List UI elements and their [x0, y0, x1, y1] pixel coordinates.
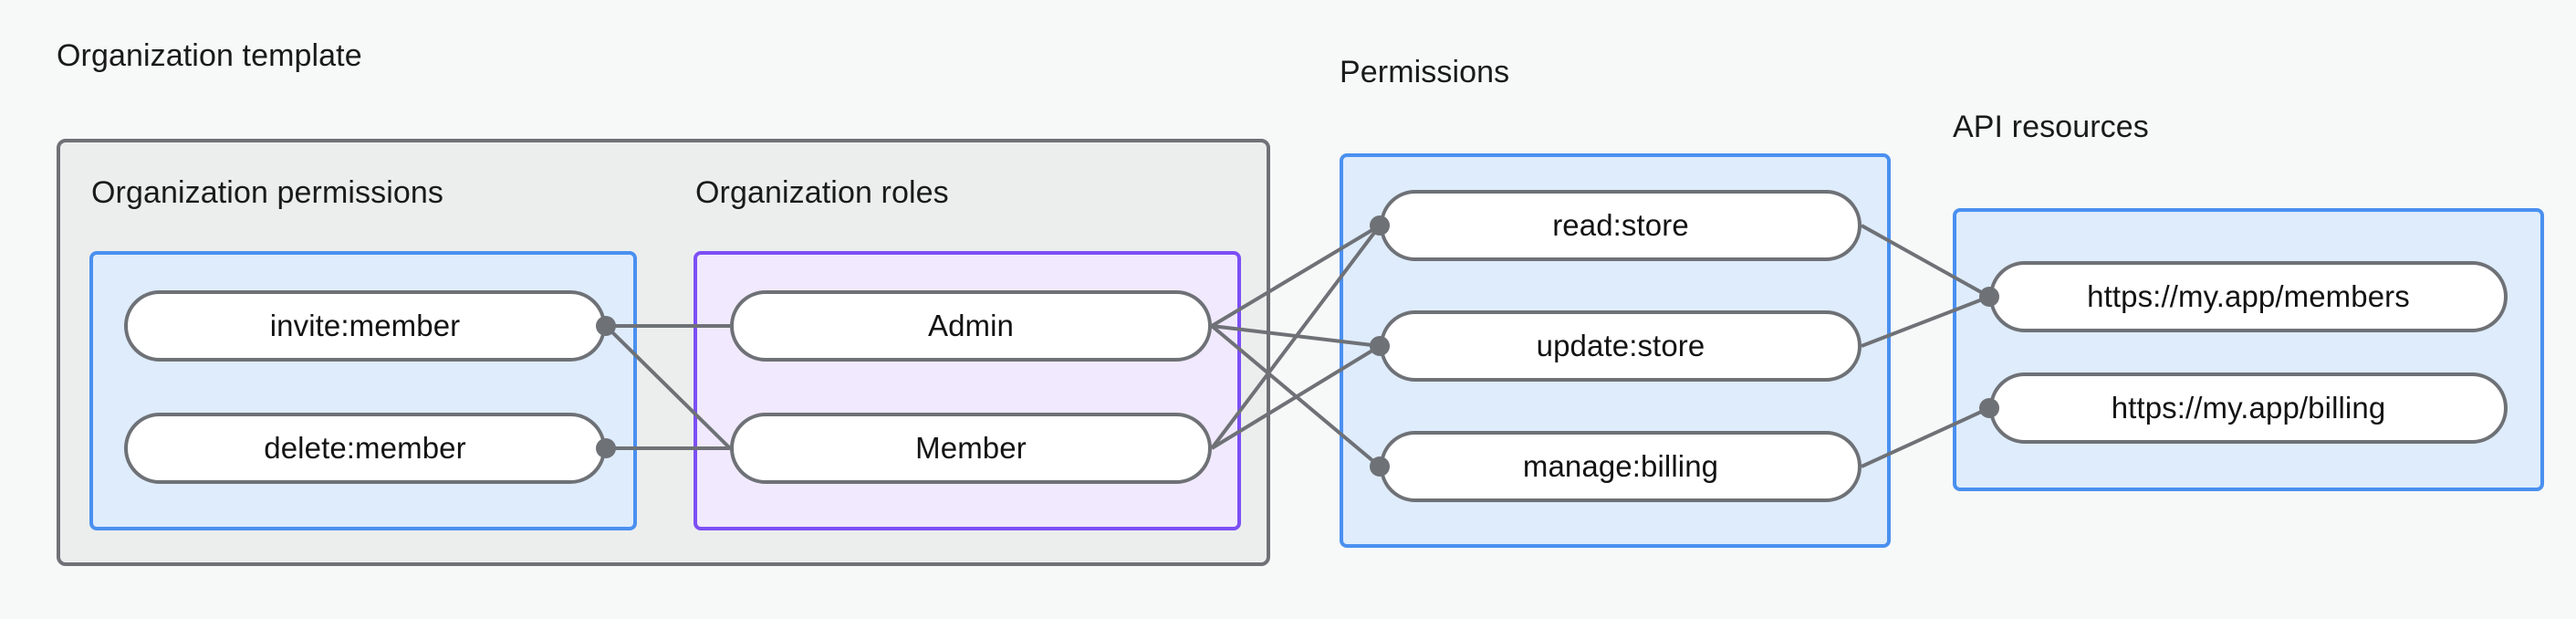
node-manage-billing[interactable]: manage:billing [1380, 431, 1862, 502]
node-read-store[interactable]: read:store [1380, 190, 1862, 261]
group-title-organization-template: Organization template [57, 38, 362, 73]
group-title-organization-permissions: Organization permissions [91, 175, 444, 210]
node-delete-member[interactable]: delete:member [124, 413, 606, 484]
group-title-api-resources: API resources [1953, 110, 2149, 144]
group-title-permissions: Permissions [1340, 55, 1510, 89]
node-member[interactable]: Member [730, 413, 1212, 484]
node-admin[interactable]: Admin [730, 290, 1212, 362]
node-resource-billing[interactable]: https://my.app/billing [1989, 372, 2508, 444]
group-api-resources [1953, 208, 2544, 491]
node-update-store[interactable]: update:store [1380, 310, 1862, 382]
node-invite-member[interactable]: invite:member [124, 290, 606, 362]
node-resource-members[interactable]: https://my.app/members [1989, 261, 2508, 332]
group-title-organization-roles: Organization roles [695, 175, 949, 210]
